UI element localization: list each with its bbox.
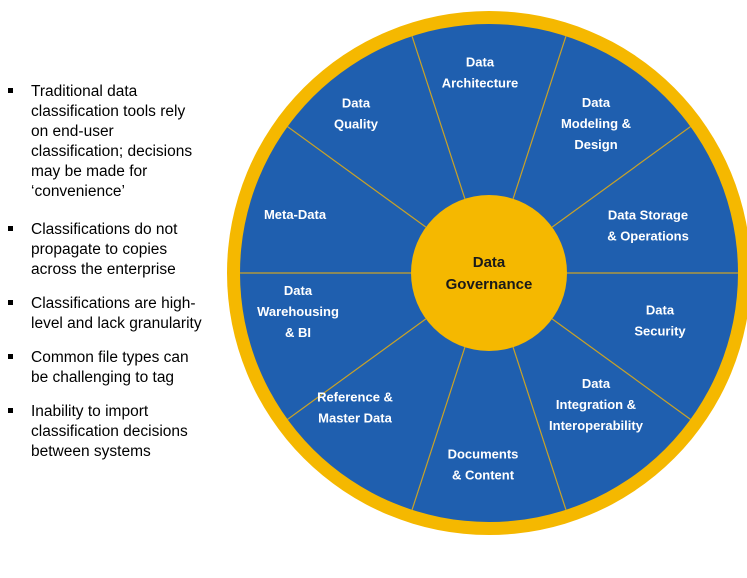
segment-divider [287, 126, 427, 228]
bullet-marker [8, 408, 13, 413]
segment-divider [551, 126, 691, 228]
bullet-marker [8, 354, 13, 359]
segment-label: Data Storage& Operations [607, 208, 689, 244]
segment-divider [287, 318, 427, 420]
segment-dividers [240, 36, 738, 510]
segment-label: Meta-Data [264, 207, 327, 222]
bullet-list: Traditional data classification tools re… [0, 0, 235, 578]
bullet-text: Common file types can be challenging to … [31, 349, 189, 386]
bullet-text: Classifications are high- level and lack… [31, 295, 202, 332]
bullet-text: Traditional data classification tools re… [31, 83, 193, 200]
segment-divider [512, 346, 567, 510]
bullet-text: Classifications do not propagate to copi… [31, 221, 178, 278]
segment-label: Reference &Master Data [317, 390, 393, 426]
segment-divider [551, 318, 691, 420]
segment-label: Documents& Content [448, 447, 519, 483]
bullet-text: Inability to import classification decis… [31, 403, 188, 460]
center-hub [411, 195, 567, 351]
segment-divider [411, 346, 466, 510]
bullet-marker [8, 300, 13, 305]
segment-divider [512, 36, 567, 200]
segment-divider [411, 36, 466, 200]
bullet-marker [8, 88, 13, 93]
bullet-marker [8, 226, 13, 231]
